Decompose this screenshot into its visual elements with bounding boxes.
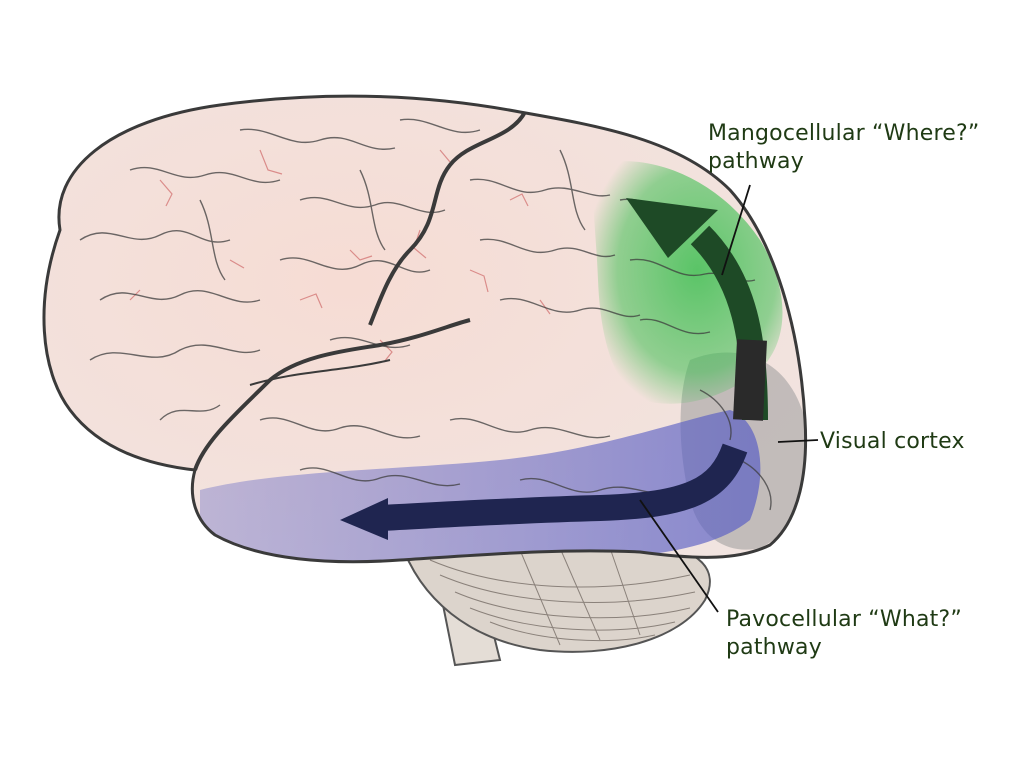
where-pathway-label: Mangocellular “Where?” pathway — [708, 120, 979, 176]
visual-cortex-arrow — [748, 340, 752, 420]
what-pathway-label: Pavocellular “What?” pathway — [726, 606, 962, 662]
where-pathway-label-line2: pathway — [708, 148, 979, 176]
where-pathway-label-line1: Mangocellular “Where?” — [708, 120, 979, 148]
what-pathway-label-line1: Pavocellular “What?” — [726, 606, 962, 634]
what-pathway-label-line2: pathway — [726, 634, 962, 662]
visual-cortex-label-text: Visual cortex — [820, 428, 965, 456]
visual-cortex-label: Visual cortex — [820, 428, 965, 456]
